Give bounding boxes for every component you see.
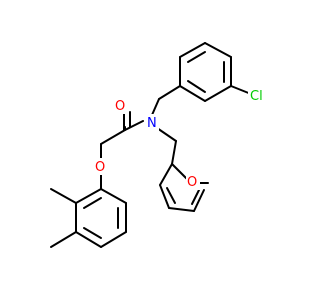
- bond-inner: [187, 80, 206, 93]
- bond-inner: [187, 51, 206, 63]
- label-n: N: [147, 116, 157, 131]
- bond-methyl-1: [50, 188, 77, 204]
- chlorophenyl-ring: [179, 42, 232, 102]
- label-o-ether: O: [95, 160, 105, 175]
- structure-svg: Cl N O O O: [50, 42, 268, 248]
- atom-oxygen-carbonyl: O: [114, 97, 128, 114]
- bond: [179, 85, 206, 102]
- atom-nitrogen: N: [145, 114, 159, 131]
- bond: [171, 163, 188, 180]
- atom-oxygen-furan: O: [186, 173, 200, 190]
- bond-inner: [166, 187, 176, 204]
- bond: [159, 163, 173, 186]
- atom-oxygen-ether: O: [94, 158, 108, 175]
- bond-inner: [83, 227, 102, 239]
- bond: [204, 42, 232, 58]
- bond-methyl-2: [50, 231, 77, 248]
- bond: [75, 231, 102, 248]
- bond-ring-to-cl: [230, 85, 252, 95]
- bond-inner: [191, 189, 200, 205]
- bond: [168, 207, 195, 212]
- molecule-diagram: Cl N O O O: [50, 42, 268, 248]
- furan-ring: [159, 163, 209, 212]
- label-o-carbonyl: O: [115, 99, 125, 114]
- bond-n-to-ch2-furan: [156, 127, 177, 142]
- bond: [179, 42, 206, 58]
- bond-ch2-to-n: [151, 98, 160, 116]
- dimethylphenyl-ring: [75, 188, 127, 248]
- bond: [75, 188, 102, 204]
- bond-ring-to-ch2: [158, 85, 181, 100]
- bond: [100, 231, 127, 248]
- bond-inner: [83, 197, 102, 209]
- bond: [159, 184, 170, 209]
- bond-co-to-ch2: [100, 129, 126, 145]
- bond: [100, 188, 127, 204]
- bond: [193, 189, 205, 212]
- atom-chlorine: Cl: [248, 87, 268, 104]
- label-o-furan: O: [187, 175, 197, 190]
- bond-ch2-to-furan: [171, 140, 177, 165]
- label-cl: Cl: [250, 89, 263, 104]
- bond-n-to-carbonyl-c: [124, 120, 144, 131]
- bond: [204, 85, 232, 102]
